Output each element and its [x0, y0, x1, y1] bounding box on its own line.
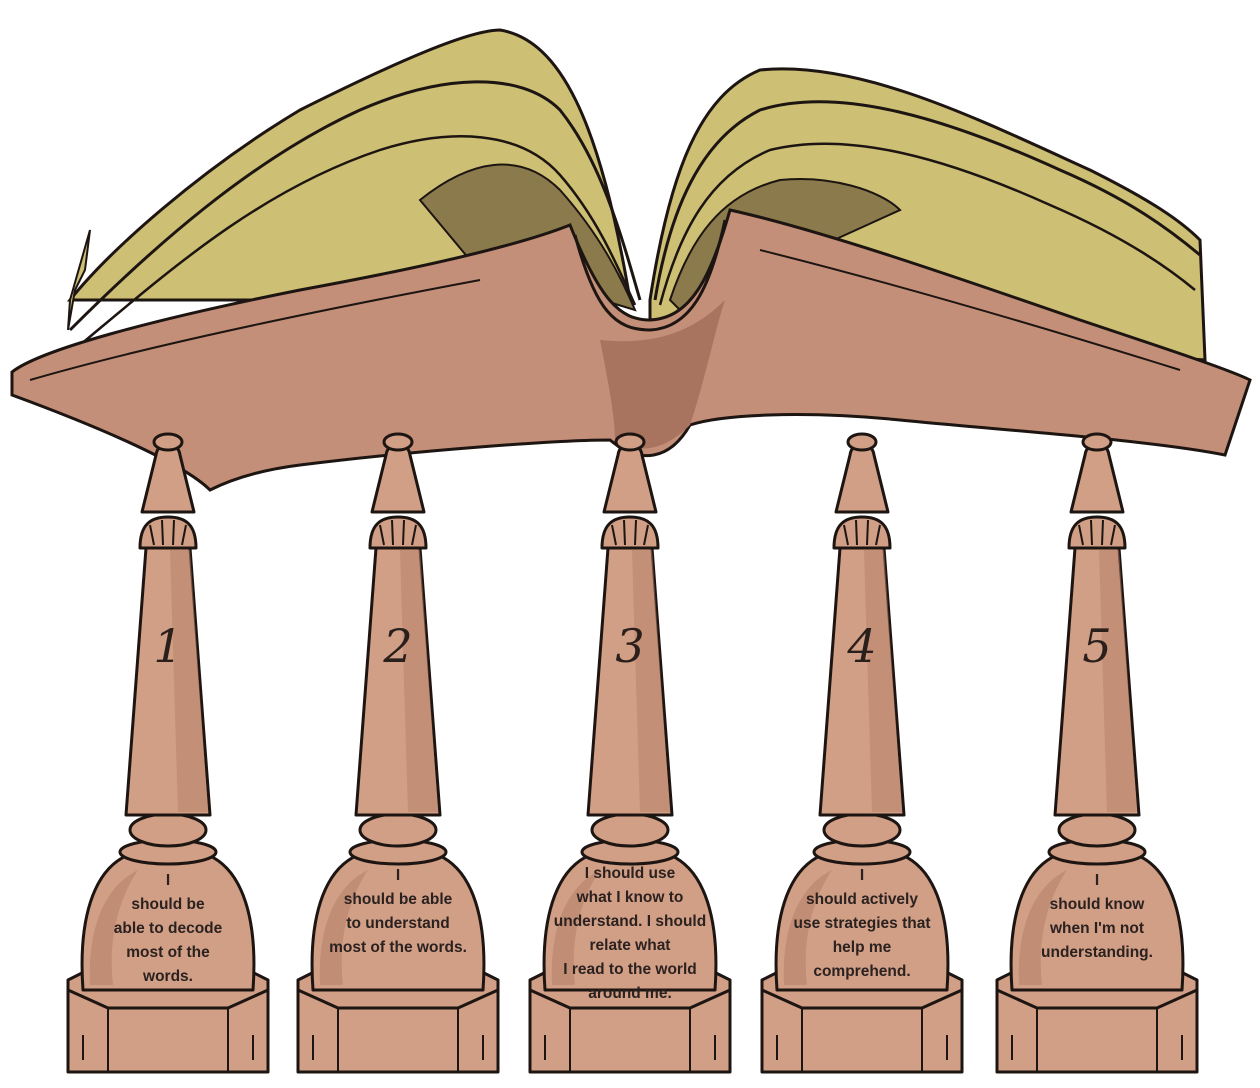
pillar-ring-upper [824, 814, 900, 846]
pillar-caption-line: I should use [585, 865, 676, 882]
pillar-capital [140, 517, 196, 548]
pillar-top-knob [154, 434, 182, 450]
pillar-number-4: 4 [846, 619, 876, 673]
pillar-capital [1069, 517, 1125, 548]
pillar-ring-upper [592, 814, 668, 846]
pillar-caption-line: should be able [344, 891, 453, 908]
pillar-number-2: 2 [382, 619, 412, 673]
pillar-caption-line: what I know to [576, 889, 684, 906]
pillar-caption-line: I [396, 867, 400, 884]
pillar-top-knob [1083, 434, 1111, 450]
pillar-top-knob [848, 434, 876, 450]
pillar-caption-line: understanding. [1041, 944, 1153, 961]
pillar-caption-line: most of the words. [329, 939, 467, 956]
pillar-caption-line: help me [833, 939, 892, 956]
pillar-caption-line: when I'm not [1049, 920, 1144, 937]
pillar-capital [834, 517, 890, 548]
pillar-caption-line: comprehend. [813, 963, 910, 980]
pillar-neck [1071, 444, 1123, 512]
pillar-neck [836, 444, 888, 512]
pillar-caption-line: relate what [590, 937, 671, 954]
pillar-caption-line: should be [131, 896, 205, 913]
pillar-caption-line: should know [1050, 896, 1146, 913]
pillar-ring-upper [130, 814, 206, 846]
pillar-caption-line: understand. I should [554, 913, 706, 930]
pillar-caption-line: I [166, 872, 170, 889]
pillar-caption-line: should actively [806, 891, 918, 908]
pillar-3: 3 I should use what I know to understand. I… [530, 434, 730, 1072]
pillar-ring-upper [360, 814, 436, 846]
pillar-caption-line: to understand [346, 915, 449, 932]
pillar-capital [370, 517, 426, 548]
pillar-caption-line: I [860, 867, 864, 884]
pillar-caption-line: able to decode [114, 920, 223, 937]
pillar-caption-line: I read to the world [563, 961, 696, 978]
pillar-number-1: 1 [153, 619, 182, 673]
pillar-number-5: 5 [1082, 619, 1111, 673]
pillar-top-knob [616, 434, 644, 450]
pillar-number-3: 3 [615, 619, 644, 673]
open-book [12, 30, 1250, 490]
pillar-caption-line: most of the [126, 944, 210, 961]
pillar-caption-line: I [1095, 872, 1099, 889]
pillar-caption-line: use strategies that [794, 915, 931, 932]
pillar-caption-line: around me. [588, 985, 672, 1002]
pillar-capital [602, 517, 658, 548]
pillar-ring-upper [1059, 814, 1135, 846]
pillar-caption-line: words. [142, 968, 193, 985]
pillar-top-knob [384, 434, 412, 450]
